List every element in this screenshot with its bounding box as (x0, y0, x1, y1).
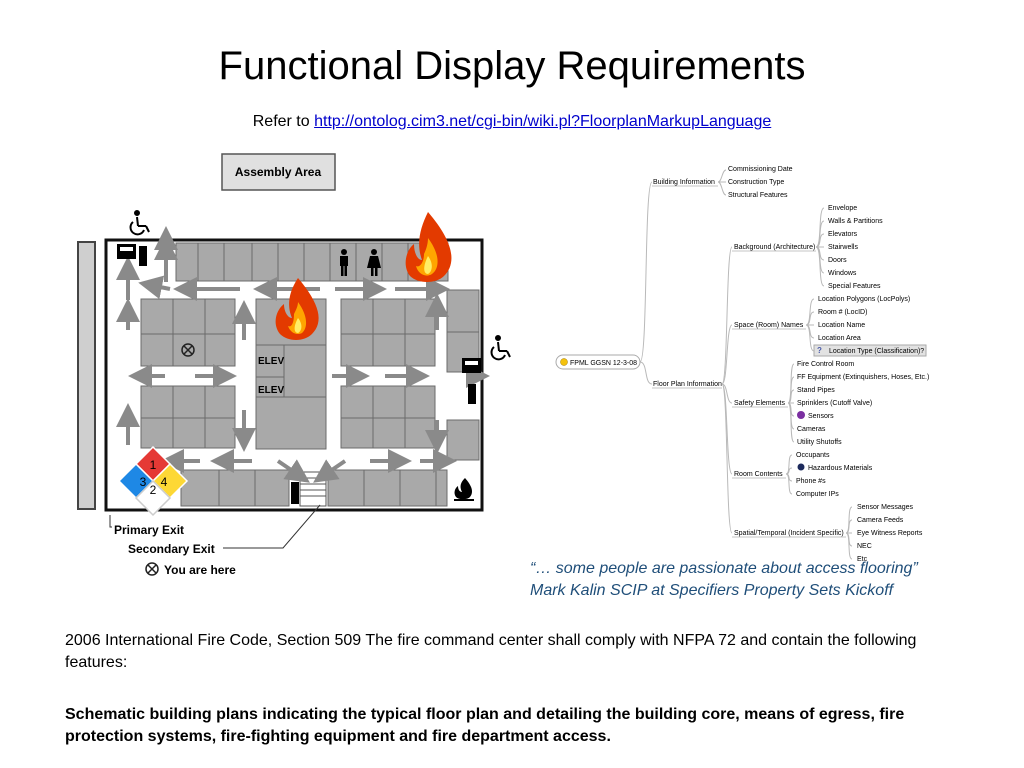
left-block (140, 298, 236, 449)
hazard-flame-icon (454, 478, 474, 501)
quote-attribution: Mark Kalin SCIP at Specifiers Property S… (530, 582, 894, 599)
restroom-men-icon (340, 249, 348, 276)
requirements-text: Schematic building plans indicating the … (65, 706, 905, 745)
assembly-area-box (221, 153, 336, 191)
node-safety-0: Fire Control Room (797, 361, 854, 368)
elevator-label-2: ELEV (258, 385, 284, 396)
nfpa-health: 3 (140, 475, 147, 489)
nfpa-flammability: 1 (150, 458, 157, 472)
assembly-area-label: Assembly Area (235, 165, 322, 179)
node-sp-3: NEC (857, 543, 872, 550)
node-safety-3: Sprinklers (Cutoff Valve) (797, 400, 872, 407)
node-bg-4: Doors (828, 257, 847, 264)
node-rc-1: Hazardous Materials (808, 465, 873, 472)
node-space-1: Room # (LocID) (818, 309, 867, 316)
refer-line: Refer to http://ontolog.cim3.net/cgi-bin… (0, 113, 1024, 131)
node-building-information: Building Information (653, 179, 715, 186)
node-bi-1: Construction Type (728, 179, 784, 186)
nfpa-special: 2 (150, 483, 157, 497)
mindmap-root-node (555, 354, 641, 370)
fire-icon-center (275, 278, 319, 340)
restroom-women-icon (367, 249, 381, 276)
node-rc-3: Computer IPs (796, 491, 839, 498)
side-wing (77, 241, 96, 510)
quote-line: “… some people are passionate about acce… (530, 560, 918, 577)
node-sp-1: Camera Feeds (857, 517, 904, 524)
hazardous-bomb-icon (797, 463, 805, 471)
node-bg-6: Special Features (828, 283, 881, 290)
node-rc-0: Occupants (796, 452, 830, 459)
nfpa-diamond (117, 445, 189, 517)
fire-icon (405, 212, 452, 282)
node-bg-2: Elevators (828, 231, 858, 238)
fire-code-text: 2006 International Fire Code, Section 50… (65, 632, 917, 671)
you-are-here-label: You are here (164, 563, 236, 577)
secondary-exit-leader (223, 504, 321, 549)
egress-arrows (116, 236, 490, 483)
node-spatial: Spatial/Temporal (Incident Specific) (734, 530, 844, 537)
node-bg-3: Stairwells (828, 244, 858, 251)
elevator-label-1: ELEV (258, 356, 284, 367)
node-floor-plan-information: Floor Plan Information (653, 381, 722, 388)
slide-title: Functional Display Requirements (218, 44, 806, 88)
node-bg-5: Windows (828, 270, 857, 277)
node-background: Background (Architecture) (734, 244, 815, 251)
exit-sign-right (462, 358, 481, 404)
node-sp-0: Sensor Messages (857, 504, 914, 511)
location-type-highlight (813, 344, 927, 357)
node-space-2: Location Name (818, 322, 865, 329)
exit-sign-top-left (117, 244, 147, 266)
question-icon: ? (817, 346, 822, 355)
node-space-0: Location Polygons (LocPolys) (818, 296, 910, 303)
primary-exit-label: Primary Exit (114, 523, 184, 537)
lightbulb-icon (560, 358, 568, 366)
right-rooms (446, 289, 480, 461)
node-sp-4: Etc (857, 556, 868, 563)
node-bg-0: Envelope (828, 205, 857, 212)
wheelchair-icon-right (490, 335, 511, 361)
node-room-contents: Room Contents (734, 471, 783, 478)
node-safety-2: Stand Pipes (797, 387, 835, 394)
extinguisher-marker (291, 482, 299, 504)
node-sp-2: Eye Witness Reports (857, 530, 923, 537)
refer-prefix: Refer to (252, 113, 315, 130)
secondary-exit-label: Secondary Exit (128, 542, 215, 556)
node-space-names: Space (Room) Names (734, 322, 804, 329)
node-rc-2: Phone #s (796, 478, 826, 485)
wheelchair-icon (129, 210, 150, 236)
quote-block: “… some people are passionate about acce… (530, 558, 918, 602)
nfpa-reactivity: 4 (161, 475, 168, 489)
node-bg-1: Walls & Partitions (828, 218, 883, 225)
node-bi-2: Structural Features (728, 192, 788, 199)
node-safety-1: FF Equipment (Extinquishers, Hoses, Etc.… (797, 374, 929, 381)
node-bi-0: Commissioning Date (728, 166, 793, 173)
mindmap-root-label: FPML GGSN 12-3-08 (570, 360, 637, 367)
node-space-4: Location Type (Classification)? (829, 348, 924, 355)
node-safety-5: Cameras (797, 426, 826, 433)
sensors-priority-icon (797, 411, 805, 419)
node-safety-6: Utility Shutoffs (797, 439, 842, 446)
node-space-3: Location Area (818, 335, 861, 342)
you-are-here-icon (145, 562, 159, 576)
you-are-here-marker (181, 343, 195, 357)
ontolog-link[interactable]: http://ontolog.cim3.net/cgi-bin/wiki.pl?… (314, 113, 772, 130)
node-safety: Safety Elements (734, 400, 785, 407)
primary-exit-leader (109, 515, 112, 528)
node-safety-4: Sensors (808, 413, 834, 420)
